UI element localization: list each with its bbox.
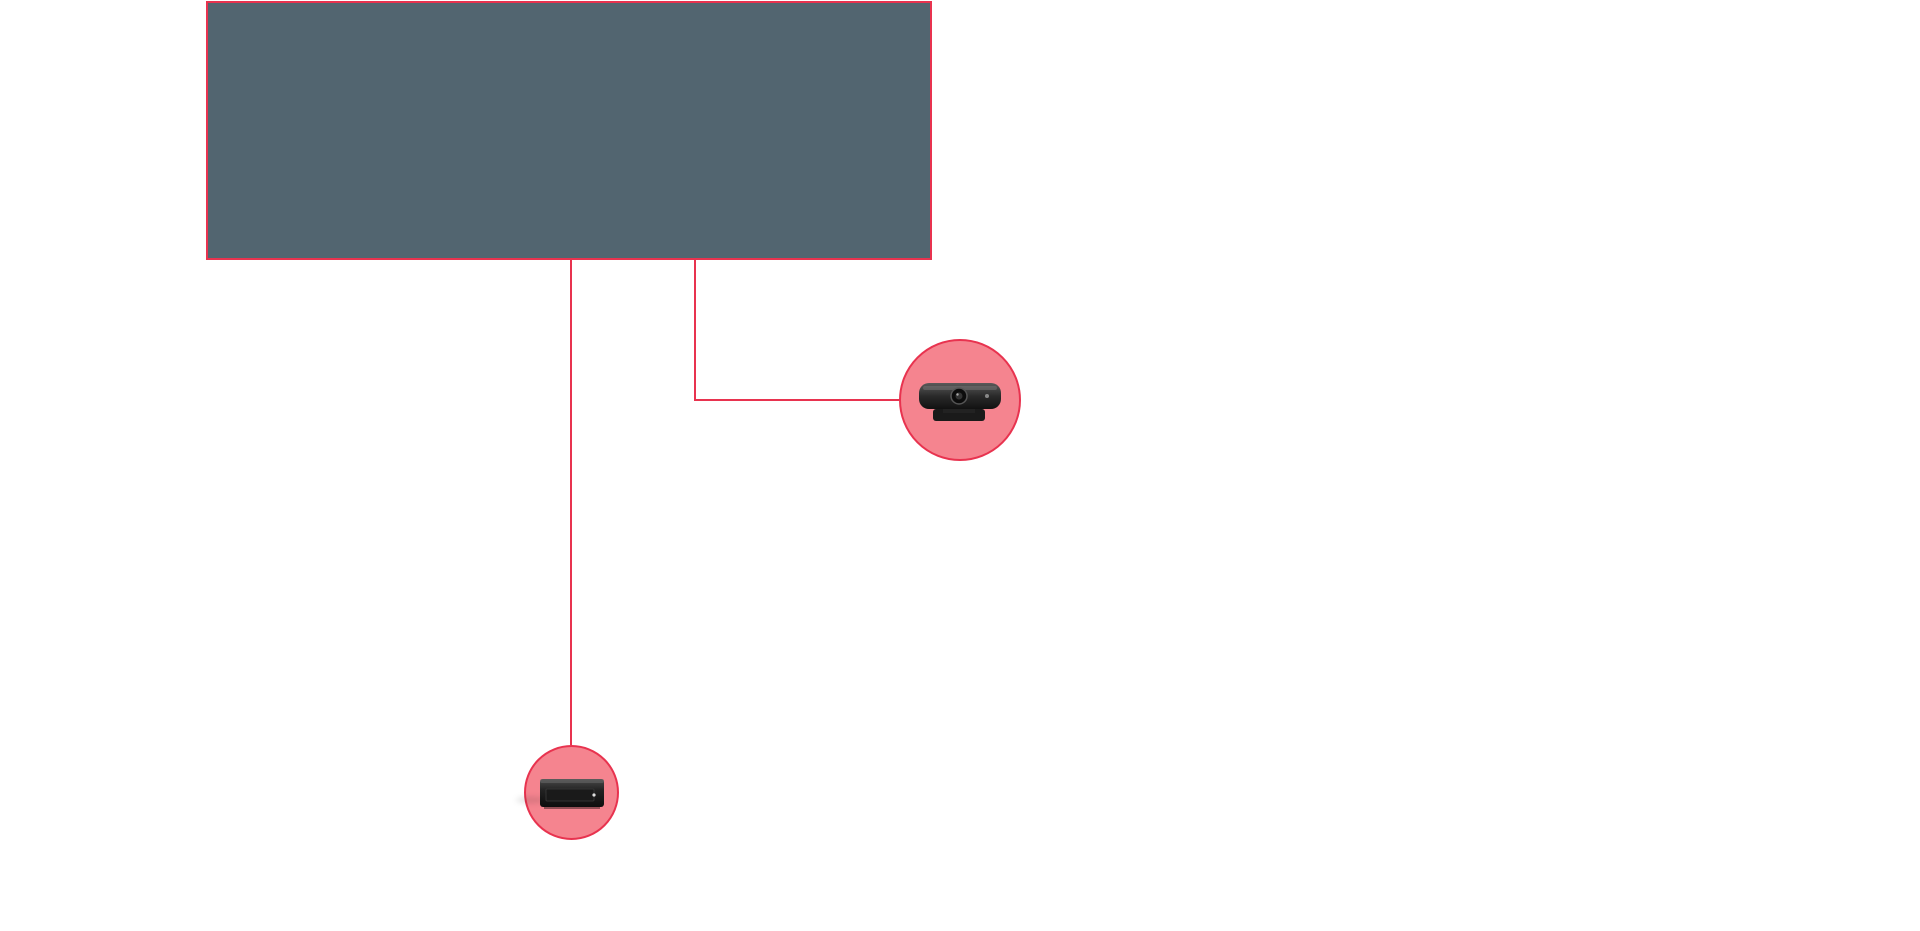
connector-webcam (694, 260, 899, 401)
webcam-icon (919, 383, 1001, 421)
display-screen[interactable] (206, 1, 932, 260)
mini-pc-node[interactable] (524, 745, 619, 840)
mini-pc-icon (539, 778, 604, 809)
webcam-node[interactable] (899, 339, 1021, 461)
